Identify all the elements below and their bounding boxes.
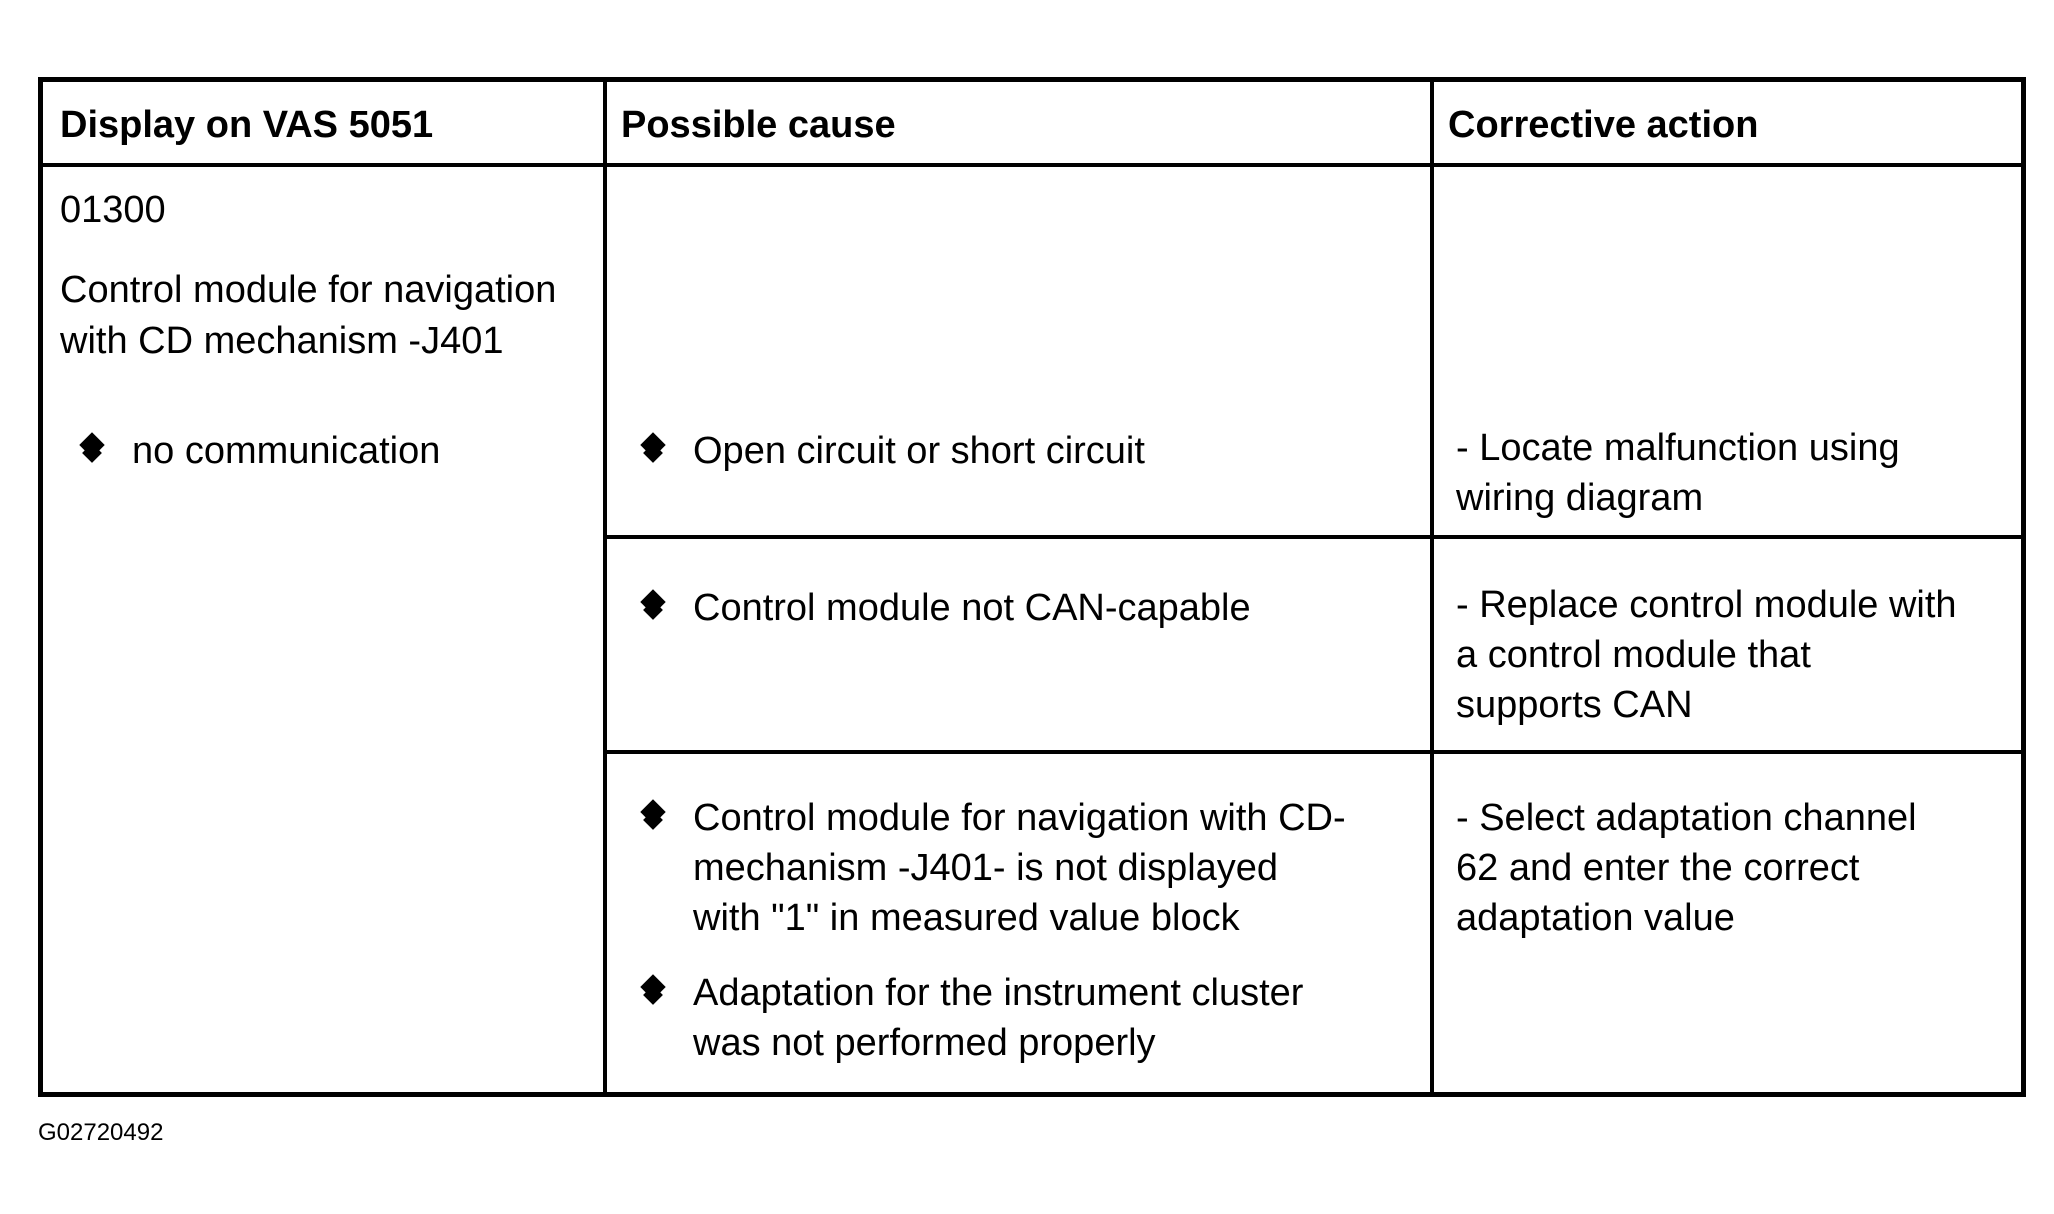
action-text: 62 and enter the correct [1456,847,1860,889]
cause-text: Adaptation for the instrument cluster [693,972,1304,1014]
column-divider-2 [1430,82,1434,1092]
bullet-diamond-icon [640,799,666,839]
symptom: no communication [132,430,441,472]
action-text: - Replace control module with [1456,584,1957,626]
bullet-diamond-icon [79,432,105,472]
cause-text: Control module for navigation with CD- [693,797,1346,839]
fault-code: 01300 [60,189,166,231]
action-text: wiring diagram [1456,477,1704,519]
module-name-line-1: Control module for navigation [60,269,557,311]
header-action: Corrective action [1448,104,1759,146]
diagnostic-table: Display on VAS 5051 Possible cause Corre… [38,77,2026,1097]
action-text: - Locate malfunction using [1456,427,1900,469]
header-cause: Possible cause [621,104,896,146]
header-divider [43,163,2021,167]
row-divider-2 [603,750,2021,754]
cause-text: Open circuit or short circuit [693,430,1145,472]
action-text: supports CAN [1456,684,1693,726]
figure-reference: G02720492 [38,1119,164,1146]
action-text: - Select adaptation channel [1456,797,1917,839]
action-text: adaptation value [1456,897,1735,939]
cause-text: mechanism -J401- is not displayed [693,847,1279,889]
bullet-diamond-icon [640,589,666,629]
cause-text: Control module not CAN-capable [693,587,1251,629]
module-name-line-2: with CD mechanism -J401 [60,320,504,362]
bullet-diamond-icon [640,974,666,1014]
header-display: Display on VAS 5051 [60,104,434,146]
cause-text: with "1" in measured value block [693,897,1240,939]
row-divider-1 [603,535,2021,539]
bullet-diamond-icon [640,432,666,472]
action-text: a control module that [1456,634,1811,676]
cause-text: was not performed properly [693,1022,1156,1064]
column-divider-1 [603,82,607,1092]
